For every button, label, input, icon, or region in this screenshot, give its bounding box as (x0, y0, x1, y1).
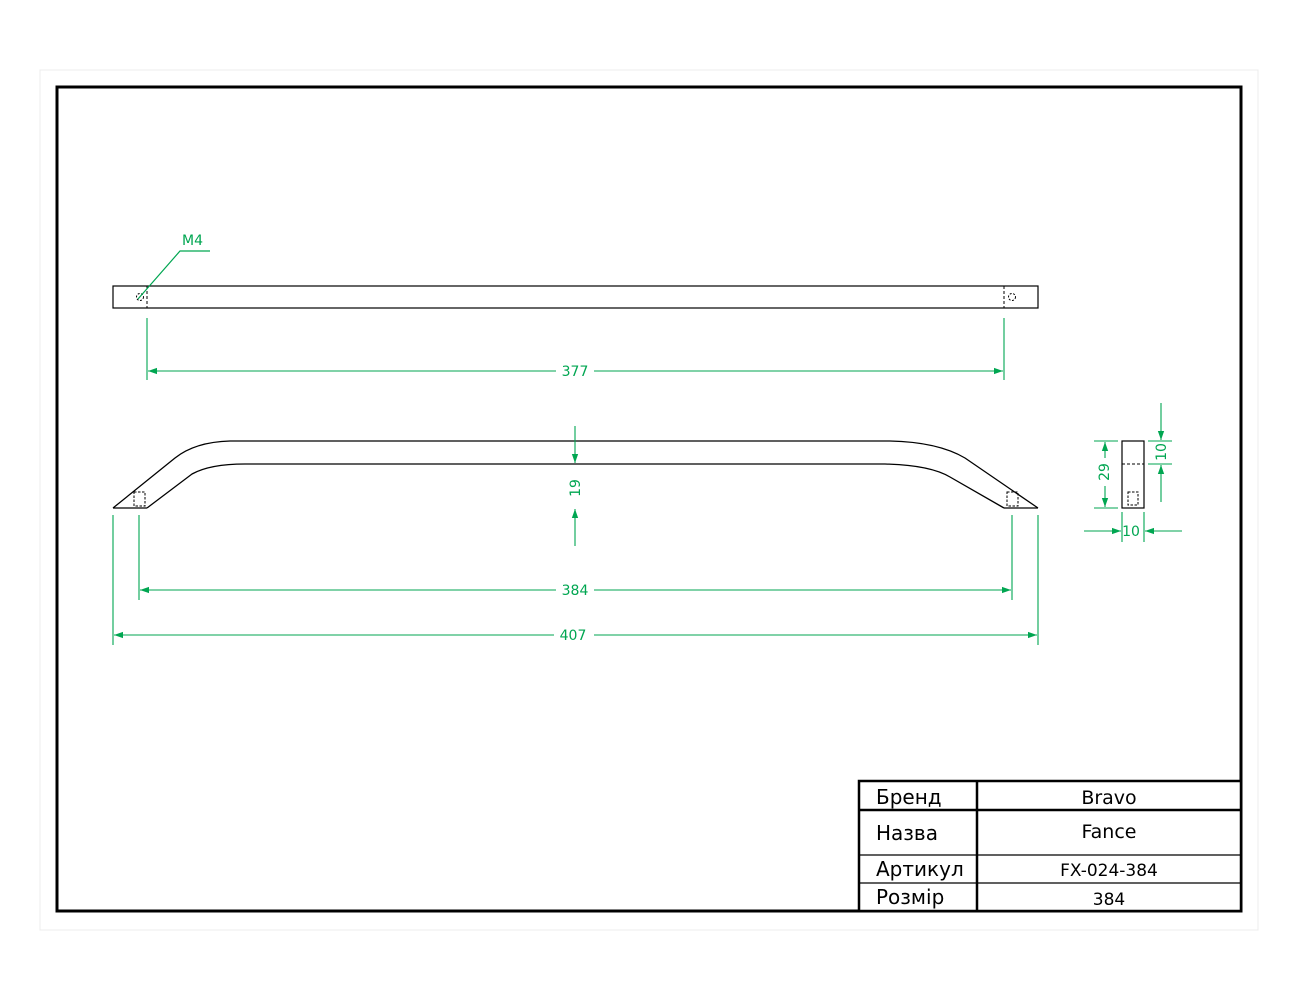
title-block-label-size: Розмір (876, 885, 944, 909)
drawing-frame (55, 85, 1243, 913)
title-block (857, 779, 1243, 913)
dimension-29 (1094, 440, 1118, 509)
left-hole-hidden (133, 491, 146, 507)
dimension-377 (146, 318, 1005, 380)
title-block-value-name: Fance (1081, 821, 1136, 843)
top-view-bar (112, 285, 1039, 309)
thread-callout: M4 (137, 233, 210, 300)
dimension-10-horizontal-label: 10 (1122, 524, 1140, 540)
title-block-value-size: 384 (1093, 890, 1125, 910)
title-block-label-article: Артикул (876, 857, 964, 881)
handle-outer-outline (112, 440, 1039, 509)
top-view (112, 285, 1039, 309)
page-edge (39, 69, 1259, 931)
dimension-10-horizontal (1084, 512, 1182, 542)
right-hole-marker (1008, 293, 1016, 301)
dimension-10-vertical-label: 10 (1154, 443, 1170, 461)
side-view (1121, 440, 1145, 509)
profile-section (1121, 440, 1145, 509)
title-block-value-brand: Bravo (1081, 787, 1136, 809)
title-block-label-name: Назва (876, 821, 938, 845)
dimension-19-label: 19 (568, 479, 584, 497)
right-hole-hidden (1006, 491, 1019, 507)
profile-hole-hidden (1127, 491, 1139, 506)
title-block-frame (857, 779, 1243, 913)
dimension-384-407 (112, 515, 1039, 645)
title-block-value-article: FX-024-384 (1060, 861, 1158, 881)
thread-callout-label: M4 (182, 233, 203, 249)
thread-leader-line (137, 250, 210, 300)
dimension-29-label: 29 (1097, 463, 1113, 481)
dimension-407-label: 407 (560, 628, 587, 644)
dimension-377-label: 377 (562, 364, 589, 380)
title-block-label-brand: Бренд (876, 785, 942, 809)
left-hole-marker (136, 293, 144, 301)
front-view (112, 440, 1039, 509)
dimension-384-label: 384 (562, 583, 589, 599)
handle-inner-outline (146, 463, 1005, 509)
dimension-10-vertical (1148, 403, 1172, 502)
